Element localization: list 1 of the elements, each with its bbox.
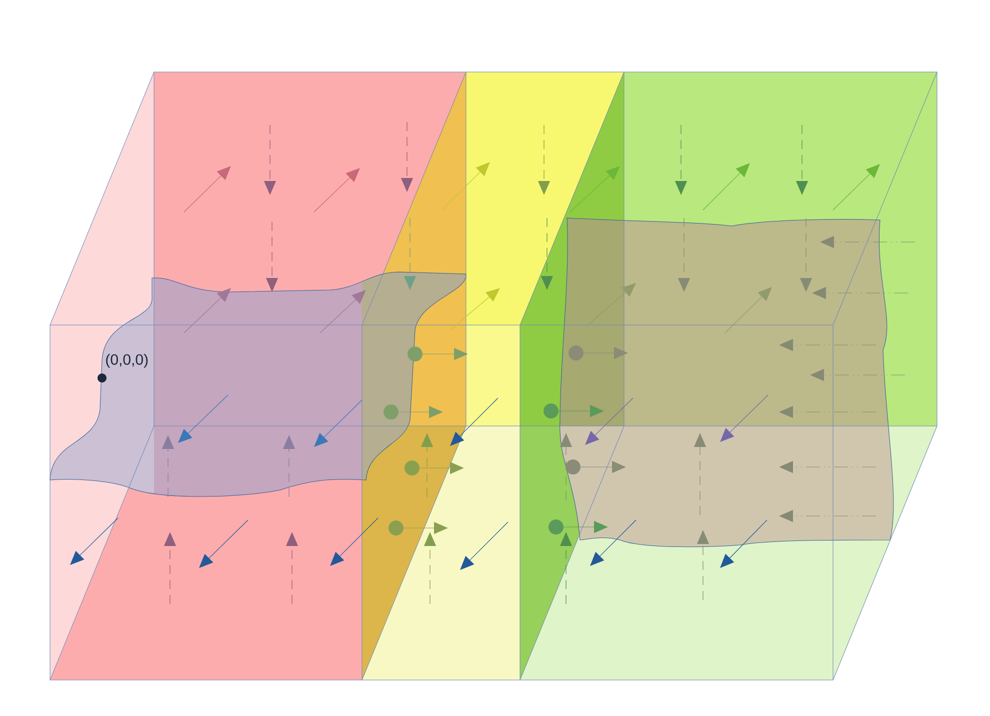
origin-label: (0,0,0): [106, 354, 148, 368]
